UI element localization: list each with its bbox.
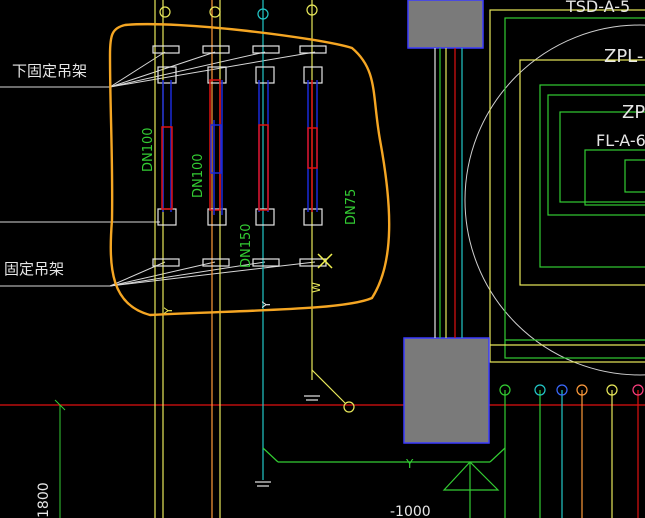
pipe-3 — [258, 80, 269, 212]
pipe-1 — [161, 80, 173, 212]
label-dn100-a: DN100 — [141, 127, 156, 172]
w-branch — [304, 369, 355, 413]
bottom-y-run — [262, 447, 506, 518]
equipment-block-bottom[interactable] — [403, 337, 490, 444]
label-fixed-hanger-lower: 固定吊架 — [4, 260, 64, 278]
label-dn100-b: DN100 — [191, 153, 206, 198]
label-dn150: DN150 — [239, 223, 254, 268]
tag-zpl: ZPL- — [604, 46, 643, 67]
label-pipe-y-bottom: Y — [405, 457, 414, 471]
label-pipe-w: W — [310, 282, 323, 293]
yellow-outlines — [489, 9, 645, 363]
tag-fla: FL-A-6 — [596, 131, 645, 150]
hanger-leaders — [0, 51, 316, 287]
equipment-block-top[interactable] — [407, 0, 484, 49]
bottom-pipe-nodes — [499, 384, 644, 518]
green-outlines — [504, 17, 645, 359]
cross-mark[interactable] — [317, 253, 333, 269]
label-pipe-y-2: Y — [260, 301, 273, 309]
pipe-4 — [307, 80, 318, 212]
tag-top: TSD-A-5 — [565, 0, 630, 16]
dim-1800: 1800 — [36, 482, 52, 518]
tag-zp: ZP — [622, 102, 645, 123]
pipe-2 — [209, 79, 223, 215]
label-pipe-y-1: Y — [162, 307, 175, 315]
elev-1000: -1000 — [390, 504, 431, 518]
highlight-annotation[interactable] — [108, 22, 391, 317]
hanger-bars — [152, 45, 327, 267]
equipment-risers — [434, 48, 463, 338]
pipe-end-circles — [159, 4, 318, 20]
arc-outline — [464, 24, 645, 376]
label-fixed-hanger-upper: 下固定吊架 — [12, 62, 87, 80]
label-dn75: DN75 — [344, 189, 359, 225]
